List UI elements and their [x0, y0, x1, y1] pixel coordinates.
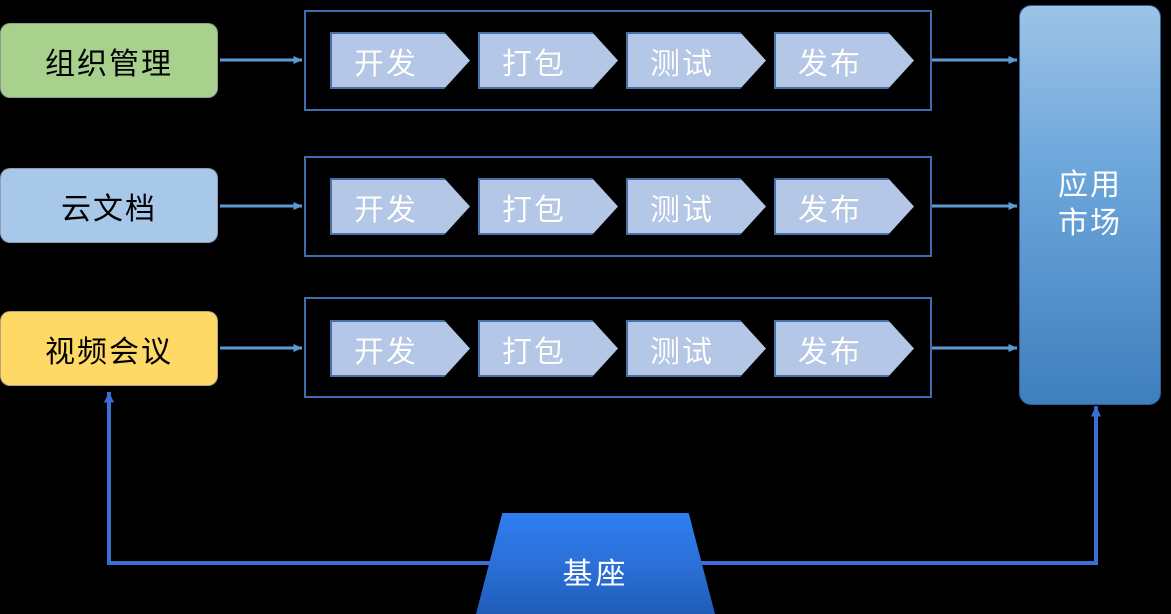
pipeline-3-stage-package-label: 打包 — [502, 335, 566, 369]
pipeline-3-stage-develop-label: 开发 — [354, 335, 418, 369]
pipeline-2-stage-release-label: 发布 — [798, 193, 862, 227]
pipeline-container-2 — [304, 156, 932, 257]
app-box-organization-label: 组织管理 — [45, 47, 173, 81]
pipeline-1-stage-package[interactable]: 打包 — [478, 32, 618, 89]
pipeline-2-stage-package-label: 打包 — [502, 193, 566, 227]
pipeline-3-stage-package[interactable]: 打包 — [478, 320, 618, 377]
pipeline-1-stage-release-label: 发布 — [798, 47, 862, 81]
app-box-clouddoc-label: 云文档 — [61, 192, 157, 226]
pipeline-container-3 — [304, 297, 932, 398]
base-platform-label: 基座 — [562, 558, 629, 591]
app-box-clouddoc[interactable]: 云文档 — [0, 168, 218, 243]
pipeline-1-stage-release[interactable]: 发布 — [774, 32, 914, 89]
app-box-organization[interactable]: 组织管理 — [0, 23, 218, 98]
arrow-base-to-market — [694, 405, 1101, 565]
pipeline-1-stage-package-label: 打包 — [502, 47, 566, 81]
pipeline-2-stage-test-label: 测试 — [650, 193, 714, 227]
app-box-videomeeting[interactable]: 视频会议 — [0, 311, 218, 386]
pipeline-3-stage-test[interactable]: 测试 — [626, 320, 766, 377]
base-platform[interactable]: 基座 — [476, 513, 715, 614]
pipeline-1-stage-develop[interactable]: 开发 — [330, 32, 470, 89]
pipeline-1-stage-test[interactable]: 测试 — [626, 32, 766, 89]
market-panel-line1: 应用 — [1058, 168, 1122, 202]
pipeline-3-stage-release-label: 发布 — [798, 335, 862, 369]
market-panel-text: 应用 市场 — [1058, 167, 1122, 244]
pipeline-3-stage-release[interactable]: 发布 — [774, 320, 914, 377]
market-panel-line2: 市场 — [1058, 207, 1122, 240]
pipeline-2-stage-develop-label: 开发 — [354, 193, 418, 227]
pipeline-container-1 — [304, 10, 932, 111]
pipeline-2-stage-test[interactable]: 测试 — [626, 178, 766, 235]
pipeline-2-stage-package[interactable]: 打包 — [478, 178, 618, 235]
pipeline-3-stage-test-label: 测试 — [650, 335, 714, 369]
market-panel[interactable]: 应用 市场 — [1019, 5, 1161, 405]
arrow-base-to-videomeeting — [104, 391, 500, 565]
app-box-videomeeting-label: 视频会议 — [45, 335, 173, 369]
pipeline-3-stage-develop[interactable]: 开发 — [330, 320, 470, 377]
pipeline-1-stage-test-label: 测试 — [650, 47, 714, 81]
pipeline-2-stage-develop[interactable]: 开发 — [330, 178, 470, 235]
pipeline-2-stage-release[interactable]: 发布 — [774, 178, 914, 235]
pipeline-1-stage-develop-label: 开发 — [354, 47, 418, 81]
